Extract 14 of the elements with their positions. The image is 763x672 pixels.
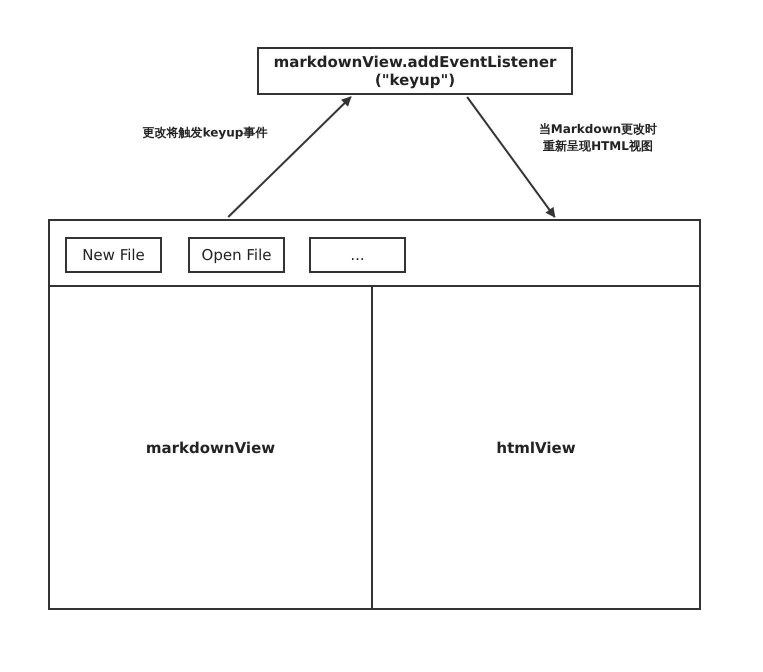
edge-label: 更改将触发keyup事件 xyxy=(140,124,270,142)
app-window xyxy=(48,219,701,610)
arrow xyxy=(466,96,556,218)
pane-title: markdownView xyxy=(146,438,276,456)
toolbar-button xyxy=(65,237,162,273)
toolbar-button xyxy=(188,237,285,273)
arrow xyxy=(228,96,352,218)
button-label: Open File xyxy=(202,246,272,264)
pane-title: htmlView xyxy=(496,438,576,456)
toolbar-button xyxy=(309,237,406,273)
code-box xyxy=(257,47,573,95)
button-label: New File xyxy=(82,246,145,264)
button-label: ... xyxy=(350,246,365,264)
code-text: markdownView.addEventListener("keyup") xyxy=(272,53,558,89)
